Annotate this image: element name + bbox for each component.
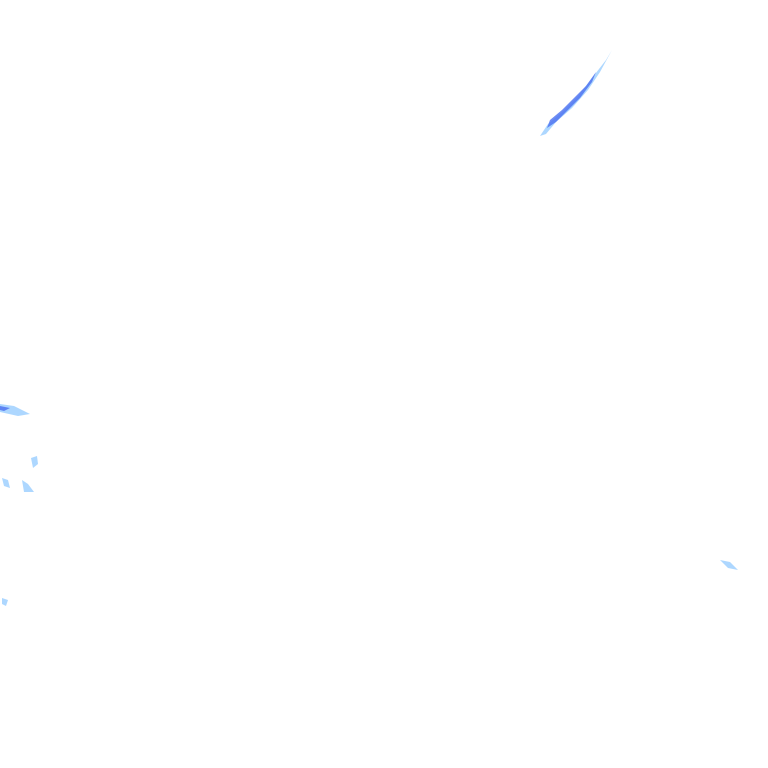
precip-cell: [720, 560, 738, 570]
light-precipitation: [0, 50, 738, 606]
precip-cell: [2, 598, 8, 606]
heavy-precipitation: [0, 72, 596, 411]
precip-streak-core: [547, 72, 596, 128]
precip-cell: [22, 480, 34, 492]
precip-streak-light: [540, 50, 612, 136]
precip-cell-core: [0, 406, 10, 411]
precip-cell: [31, 456, 38, 468]
precip-cell: [0, 404, 30, 416]
precip-cell: [2, 478, 10, 488]
